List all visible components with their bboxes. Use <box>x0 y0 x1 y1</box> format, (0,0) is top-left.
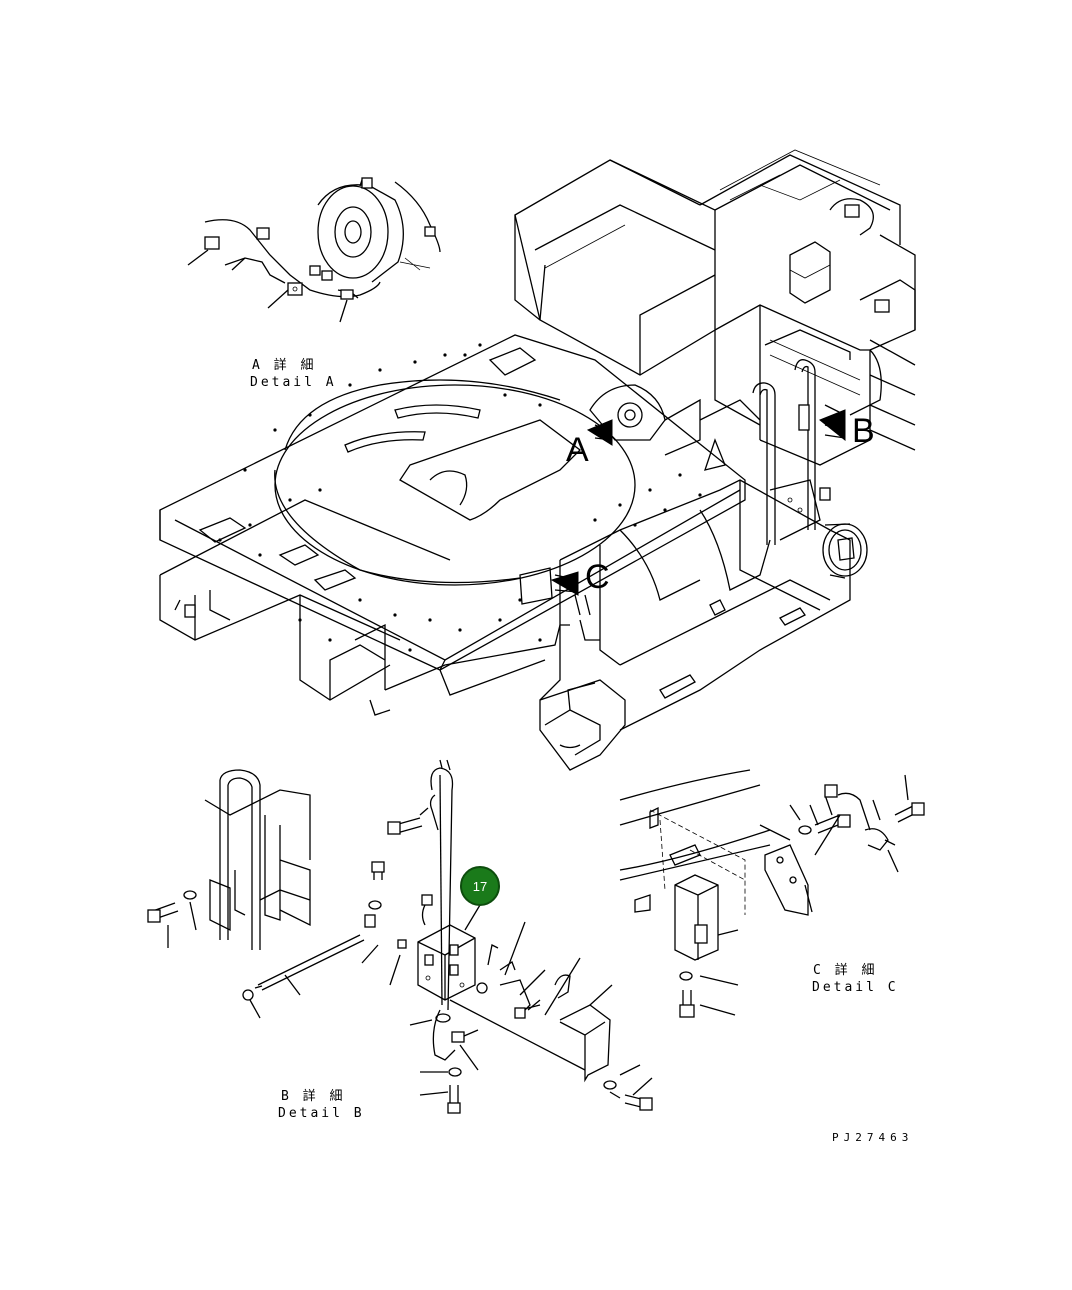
detail-c-drawing <box>619 769 925 1018</box>
detail-b-drawing <box>147 759 653 1114</box>
detail-a-label-jp: A 詳 細 <box>252 358 317 373</box>
detail-c-label-en: Detail C <box>812 980 899 995</box>
detail-b-label-en: Detail B <box>278 1106 365 1121</box>
main-assembly <box>159 149 916 771</box>
detail-a-drawing <box>187 177 441 323</box>
view-marker-b: B <box>852 412 875 450</box>
drawing-code: PJ27463 <box>832 1131 914 1144</box>
view-marker-a: A <box>566 431 589 469</box>
detail-b-label-jp: B 詳 細 <box>281 1089 346 1104</box>
view-marker-c: C <box>585 558 610 596</box>
deck-bolt-holes <box>218 343 702 652</box>
part-callout-17[interactable]: 17 <box>460 866 500 906</box>
detail-a-label-en: Detail A <box>250 375 337 390</box>
detail-c-label-jp: C 詳 細 <box>813 963 878 978</box>
